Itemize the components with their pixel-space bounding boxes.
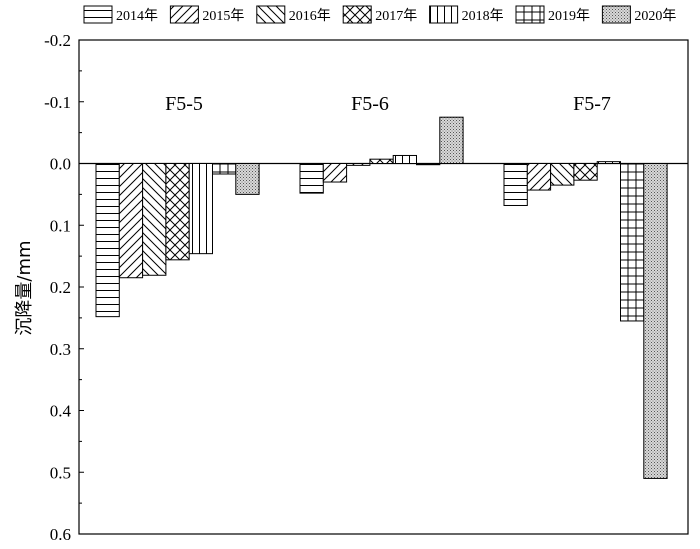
bar-f5-5-2020 [235,163,260,195]
bar-f5-5-2014 [95,163,120,318]
y-axis-title: 沉降量/mm [14,240,35,335]
legend-swatch-2014 [83,5,113,24]
bar-f5-6-2014 [299,163,324,194]
y-tick-label: -0.1 [44,93,71,112]
y-tick-label: 0.3 [50,340,71,359]
legend-swatch-2019 [515,5,545,24]
category-label-f5-5: F5-5 [165,93,203,115]
bar-f5-7-2014 [503,163,528,206]
y-tick-label: 0.1 [50,216,71,235]
bar-f5-7-2019 [620,163,645,322]
legend-label: 2019年 [548,8,590,24]
bar-f5-5-2019 [212,163,237,175]
legend-label: 2015年 [202,8,244,24]
legend-swatch-2018 [429,5,459,24]
y-tick-label: -0.2 [44,31,71,50]
y-tick-label: 0.5 [50,463,71,482]
bar-f5-7-2020 [643,163,668,479]
category-label-f5-7: F5-7 [573,93,611,115]
bar-f5-7-2018 [596,161,622,165]
category-label-f5-6: F5-6 [351,93,389,115]
y-tick-label: 0.0 [50,155,71,174]
legend-label: 2016年 [289,8,331,24]
legend: 2014年 2015年 2016年 2017年 2018年 2019年 2020年 [83,5,676,24]
bar-f5-6-2020 [439,116,464,164]
bar-f5-7-2017 [573,163,598,181]
bar-f5-6-2018 [392,154,418,165]
legend-swatch-2015 [169,5,199,24]
legend-label: 2014年 [116,8,158,24]
y-tick-label: 0.4 [50,402,72,421]
y-tick-label: 0.2 [50,278,71,297]
legend-label: 2017年 [375,8,417,24]
y-axis: -0.2 -0.1 0.0 0.1 0.2 0.3 0.4 0.5 0.6 [44,31,84,544]
bars [95,116,668,479]
bar-f5-5-2016 [142,163,167,276]
bar-f5-6-2016 [346,163,371,166]
legend-swatch-2016 [256,5,286,24]
bar-f5-7-2015 [526,163,552,191]
bar-f5-6-2019 [416,163,441,166]
legend-label: 2018年 [462,8,504,24]
bar-f5-5-2017 [165,163,190,261]
bar-f5-5-2018 [188,163,213,255]
group-labels: F5-5 F5-6 F5-7 [165,93,611,115]
bar-f5-6-2015 [322,163,348,183]
legend-swatch-2017 [342,5,372,24]
y-tick-label: 0.6 [50,525,71,544]
legend-swatch-2020 [601,5,631,24]
bar-f5-7-2016 [550,163,575,186]
legend-label: 2020年 [634,8,676,24]
bar-f5-6-2017 [369,158,394,165]
bar-f5-5-2015 [118,163,144,279]
